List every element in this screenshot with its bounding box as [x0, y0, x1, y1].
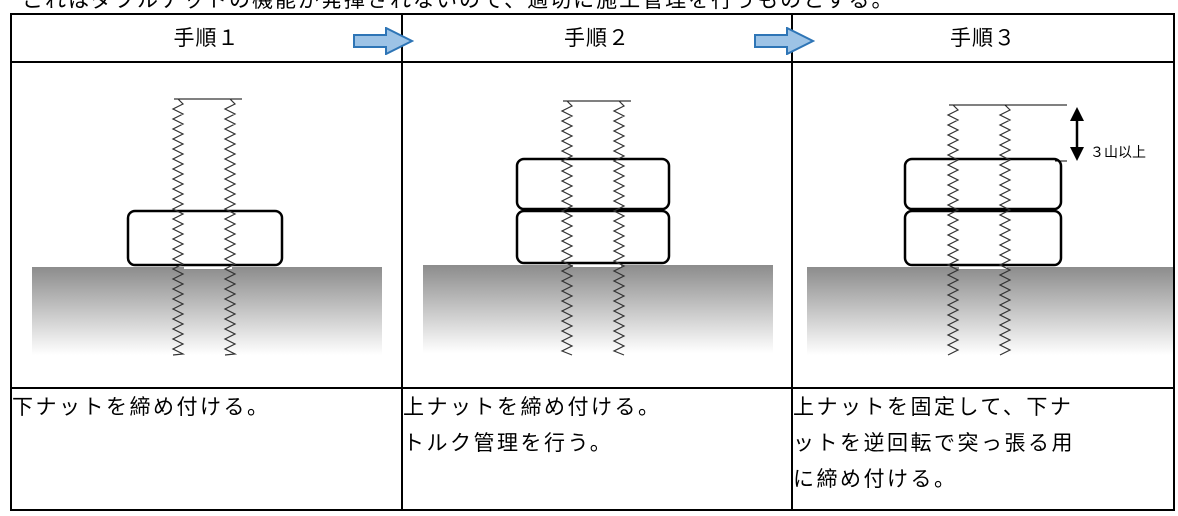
step1-desc-line: 下ナットを締め付ける。: [12, 395, 271, 419]
step1-header-label: 手順１: [173, 26, 240, 50]
step1-description: 下ナットを締め付ける。: [10, 387, 403, 511]
step2-figure: [401, 61, 793, 389]
nut: [903, 209, 1063, 267]
step3-desc-line: ットを逆回転で突っ張る用: [793, 431, 1075, 455]
step2-desc-line: トルク管理を行う。: [403, 431, 614, 455]
step3-header-label: 手順３: [950, 26, 1016, 50]
step2-header: 手順２: [401, 13, 815, 63]
bolt-double-nut-dimension-diagram: ３山以上: [807, 104, 1173, 356]
procedure-table: 手順１ 手順２ 手順３ ３山以上 下ナットを締め付ける。: [10, 13, 1175, 511]
header-row: 手順１ 手順２ 手順３: [10, 13, 1175, 63]
dimension-label: ３山以上: [1090, 145, 1146, 161]
clipped-top-text: これはダブルナットの機能が発揮されないので、適切に施工管理を行うものとする。: [22, 0, 895, 12]
ground-surface: [423, 265, 773, 353]
step2-header-label: 手順２: [564, 26, 630, 50]
nut: [515, 157, 671, 211]
nut: [903, 157, 1063, 211]
description-row: 下ナットを締め付ける。 上ナットを締め付ける。 トルク管理を行う。 上ナットを固…: [10, 387, 1175, 511]
bolt-thread-left: [946, 104, 960, 356]
nut: [515, 209, 671, 265]
step1-figure: [10, 61, 403, 389]
step1-header: 手順１: [10, 13, 414, 63]
right-arrow-icon: [353, 27, 414, 55]
ground-surface: [32, 267, 382, 355]
bolt-thread-right: [998, 104, 1012, 356]
figure-row: ３山以上: [10, 61, 1175, 389]
nut: [126, 209, 284, 267]
bolt-thread-right: [223, 98, 238, 356]
bolt-thread-left: [171, 98, 186, 356]
step2-description: 上ナットを締め付ける。 トルク管理を行う。: [401, 387, 793, 511]
step3-header: 手順３: [791, 13, 1175, 63]
step2-desc-line: 上ナットを締め付ける。: [403, 395, 662, 419]
bolt-thread-right: [612, 100, 626, 356]
ground-surface: [807, 267, 1173, 355]
step3-figure: ３山以上: [791, 61, 1175, 389]
bolt-double-nut-diagram: [423, 100, 773, 356]
step3-description: 上ナットを固定して、下ナ ットを逆回転で突っ張る用 に締め付ける。: [791, 387, 1175, 511]
step3-desc-line: 上ナットを固定して、下ナ: [793, 395, 1074, 419]
bolt-single-nut-diagram: [32, 98, 382, 356]
bolt-thread-left: [560, 100, 574, 356]
step3-desc-line: に締め付ける。: [793, 467, 958, 491]
